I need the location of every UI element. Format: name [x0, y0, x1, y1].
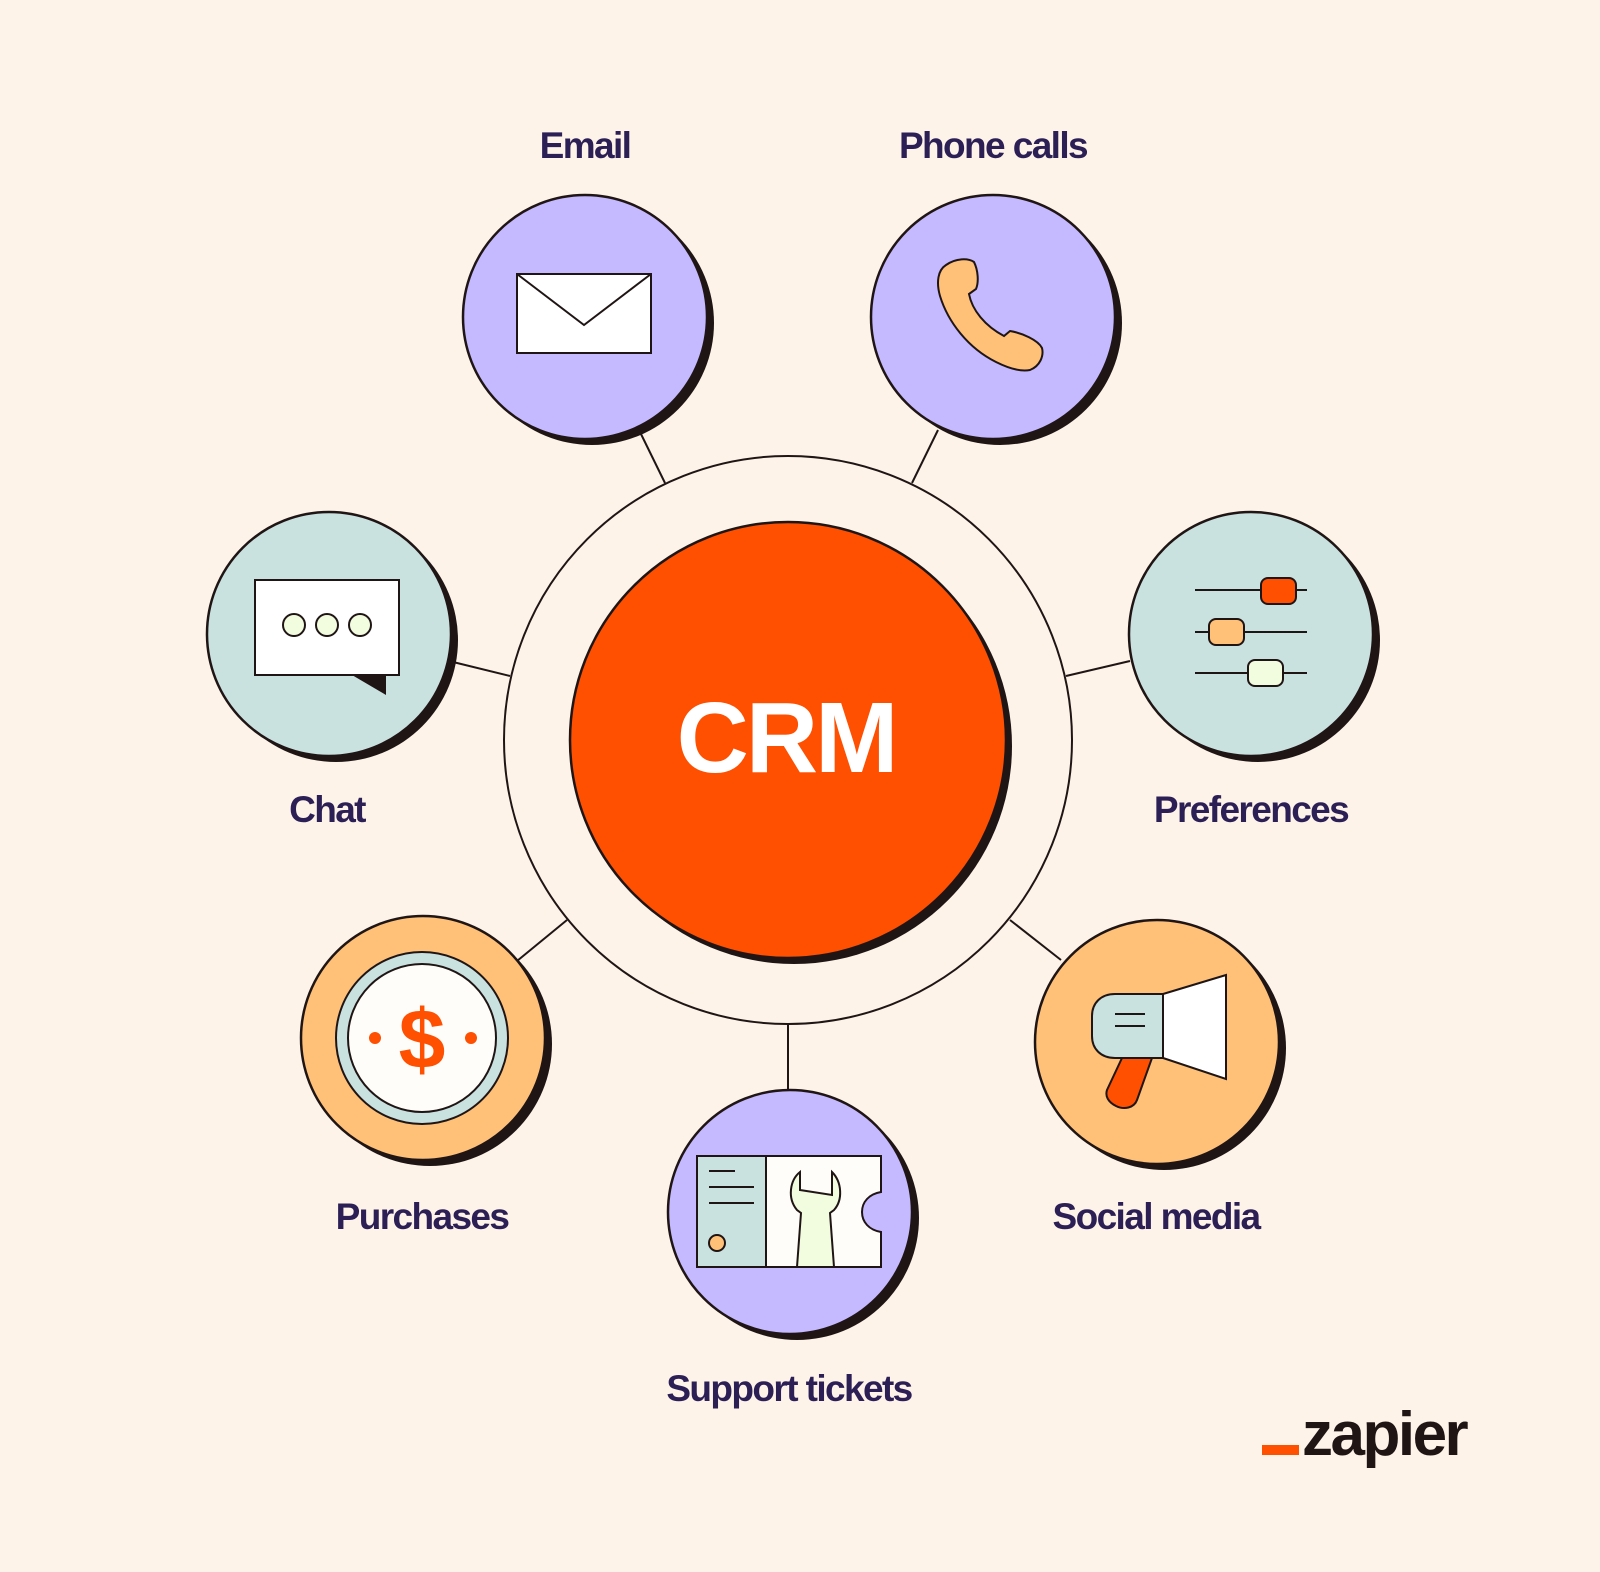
- zapier-logo: zapier: [1262, 1400, 1469, 1469]
- label-social-media: Social media: [1052, 1196, 1261, 1237]
- node-social-media: [1033, 918, 1286, 1170]
- node-chat: [205, 510, 458, 762]
- dollar-coin-icon: $: [335, 951, 509, 1125]
- label-purchases: Purchases: [335, 1196, 510, 1237]
- node-phone-calls: [869, 193, 1122, 445]
- connector-lines: [452, 429, 1131, 1090]
- label-chat: Chat: [289, 789, 366, 830]
- crm-hub-label: CRM: [676, 682, 899, 794]
- zapier-logo-underscore: [1262, 1445, 1299, 1455]
- crm-hub: [568, 520, 1012, 964]
- outer-ring: [503, 455, 1073, 1025]
- sliders-icon: [1195, 577, 1307, 687]
- label-preferences: Preferences: [1153, 789, 1350, 830]
- ticket-wrench-icon: [696, 1155, 882, 1268]
- megaphone-icon: [1091, 973, 1227, 1109]
- label-support-tickets: Support tickets: [666, 1368, 913, 1409]
- phone-handset-icon: [937, 258, 1044, 372]
- svg-text:$: $: [399, 992, 446, 1086]
- node-email: [461, 193, 714, 445]
- node-support-tickets: [666, 1088, 919, 1340]
- chat-bubble-icon: [254, 579, 400, 695]
- label-email: Email: [539, 125, 632, 166]
- node-purchases: $: [299, 914, 552, 1166]
- zapier-logo-text: zapier: [1302, 1400, 1469, 1469]
- node-preferences: [1127, 510, 1380, 762]
- envelope-icon: [516, 273, 652, 354]
- label-phone-calls: Phone calls: [898, 125, 1089, 166]
